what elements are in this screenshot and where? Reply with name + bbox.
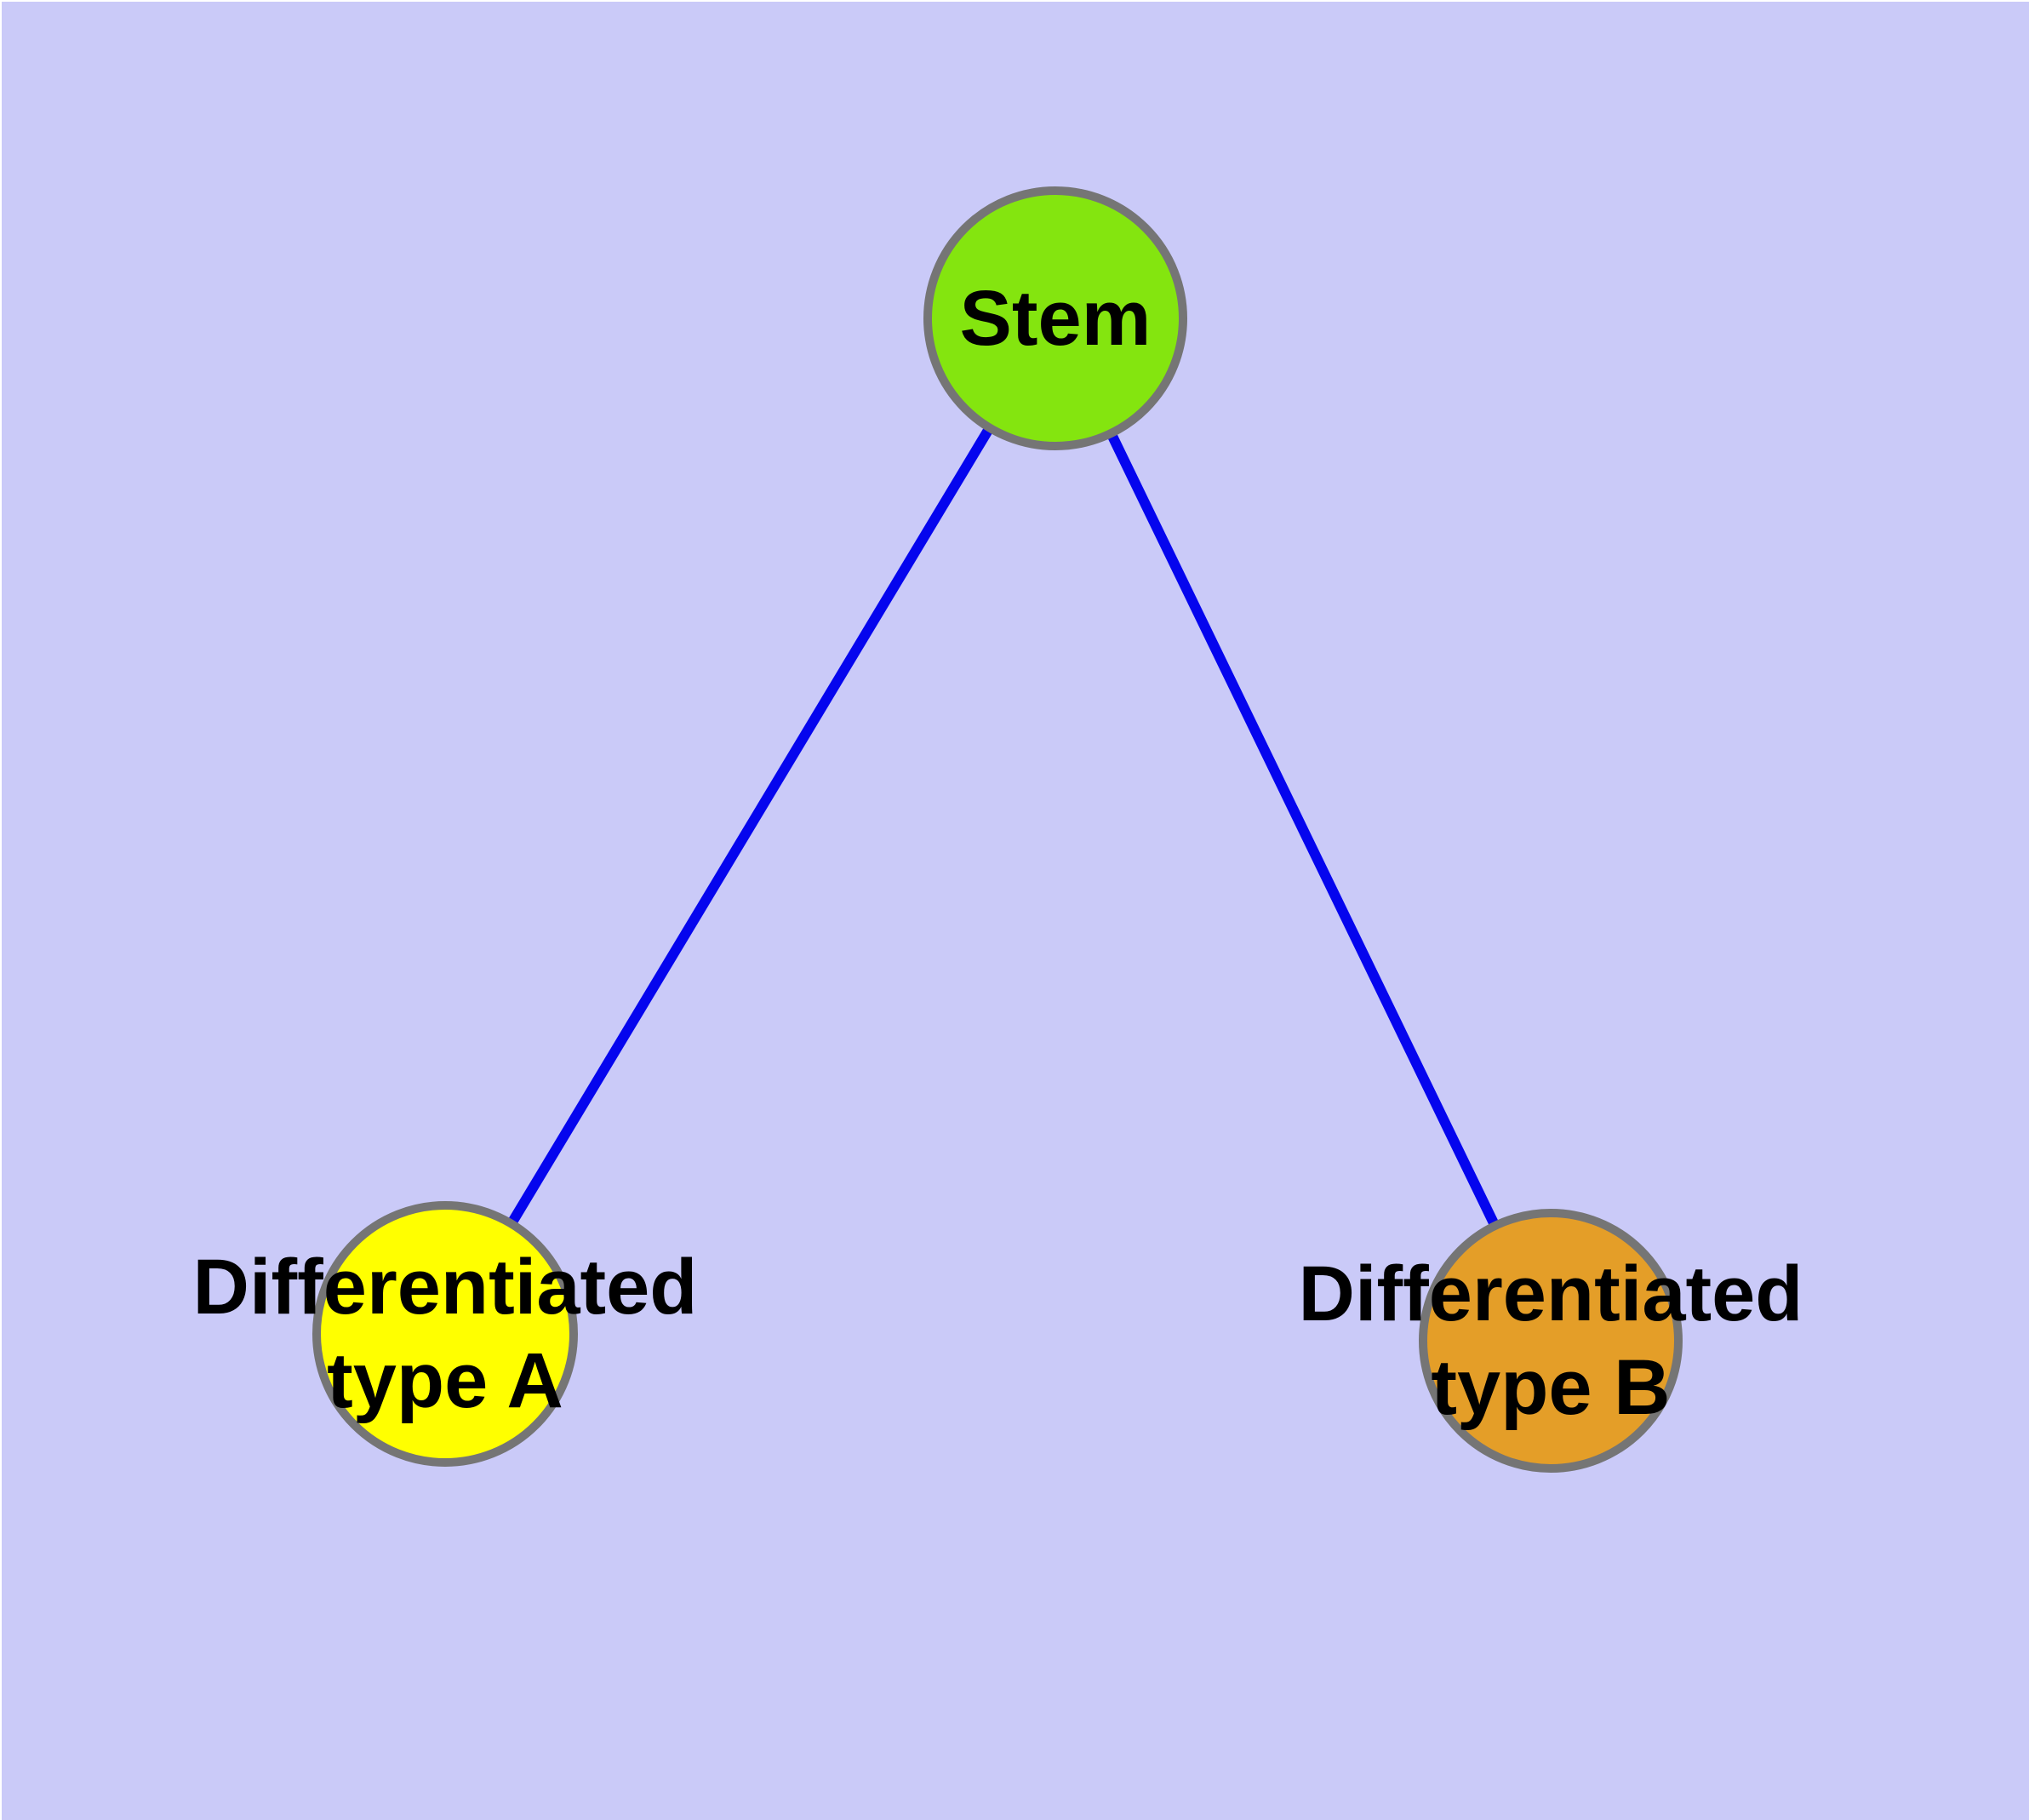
edge-stem-to-type-a [440, 315, 1060, 1337]
edge-stem-to-type-b [1050, 316, 1556, 1343]
node-stem-circle [923, 186, 1187, 450]
node-differentiated-type-a-circle [312, 1201, 578, 1467]
node-differentiated-type-b-circle [1419, 1209, 1683, 1473]
